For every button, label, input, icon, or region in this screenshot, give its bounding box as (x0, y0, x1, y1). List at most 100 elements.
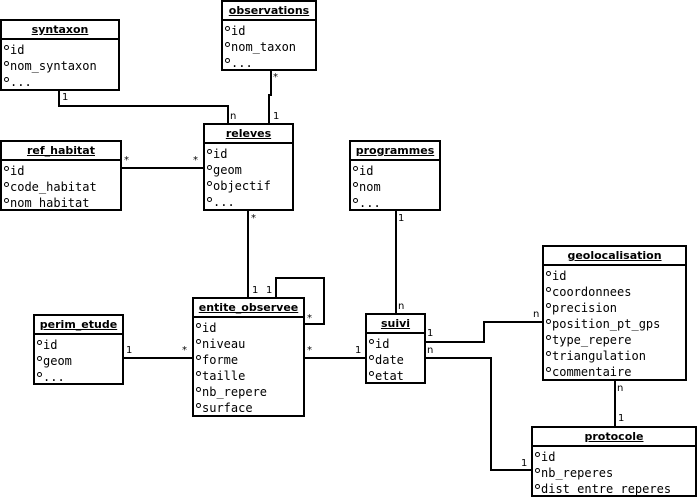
attribute: objectif (207, 178, 292, 194)
entity-protocole[interactable]: protocole id nb_reperes dist_entre_reper… (531, 426, 697, 497)
attribute: ... (37, 369, 122, 385)
attribute: commentaire (546, 364, 685, 380)
attribute: id (535, 449, 695, 465)
relation-entite-observee-self (275, 277, 325, 325)
entity-programmes[interactable]: programmes id nom ... (349, 140, 441, 211)
entity-perim-etude[interactable]: perim_etude id geom ... (33, 314, 124, 385)
attribute-dot-icon (546, 303, 551, 308)
attribute-dot-icon (37, 340, 42, 345)
relation-suivi-protocole (425, 357, 531, 471)
attribute: triangulation (546, 348, 685, 364)
cardinality-label: n (230, 111, 237, 122)
relation-suivi-geolocalisation (425, 321, 542, 343)
entity-title: observations (223, 2, 315, 21)
cardinality-label: * (182, 345, 187, 356)
attribute: surface (196, 400, 303, 416)
entity-releves[interactable]: releves id geom objectif ... (203, 123, 294, 211)
cardinality-label: * (273, 72, 278, 83)
attribute-dot-icon (369, 355, 374, 360)
attribute-dot-icon (225, 42, 230, 47)
entity-title: perim_etude (35, 316, 122, 335)
relation-observations-releves (268, 70, 272, 124)
attribute-dot-icon (4, 45, 9, 50)
attribute-dot-icon (369, 371, 374, 376)
attribute: position_pt_gps (546, 316, 685, 332)
attribute: id (4, 42, 118, 58)
attribute: id (4, 163, 120, 179)
attribute: nb_repere (196, 384, 303, 400)
entity-syntaxon[interactable]: syntaxon id nom_syntaxon ... (0, 19, 120, 91)
attribute: id (207, 146, 292, 162)
attribute: id (196, 320, 303, 336)
attribute: geom (207, 162, 292, 178)
attribute: nb_reperes (535, 465, 695, 481)
cardinality-label: n (427, 345, 434, 356)
attribute-dot-icon (207, 165, 212, 170)
entity-title: programmes (351, 142, 439, 161)
attribute: niveau (196, 336, 303, 352)
attribute-dot-icon (535, 468, 540, 473)
attribute-dot-icon (546, 319, 551, 324)
attribute-dot-icon (207, 149, 212, 154)
entity-title: entite_observee (194, 299, 303, 318)
attribute: date (369, 352, 424, 368)
entity-suivi[interactable]: suivi id date etat (365, 313, 426, 384)
attribute-dot-icon (37, 372, 42, 377)
attribute-dot-icon (353, 182, 358, 187)
entity-title: geolocalisation (544, 247, 685, 266)
attribute: coordonnees (546, 284, 685, 300)
attribute-dot-icon (225, 58, 230, 63)
cardinality-label: 1 (62, 92, 69, 103)
attribute-dot-icon (4, 61, 9, 66)
attribute-dot-icon (535, 452, 540, 457)
entity-title: releves (205, 125, 292, 144)
attribute: dist_entre_reperes (535, 481, 695, 497)
attribute-dot-icon (4, 77, 9, 82)
cardinality-label: 1 (618, 413, 625, 424)
cardinality-label: n (398, 301, 405, 312)
attribute-dot-icon (196, 371, 201, 376)
attribute: id (369, 336, 424, 352)
cardinality-label: * (307, 345, 312, 356)
entity-ref-habitat[interactable]: ref_habitat id code_habitat nom_habitat (0, 140, 122, 211)
cardinality-label: 1 (398, 213, 405, 224)
cardinality-label: * (124, 155, 129, 166)
cardinality-label: n (533, 309, 540, 320)
cardinality-label: 1 (521, 458, 528, 469)
cardinality-label: 1 (273, 111, 280, 122)
attribute-dot-icon (37, 356, 42, 361)
attribute: nom_syntaxon (4, 58, 118, 74)
attribute-dot-icon (353, 198, 358, 203)
cardinality-label: 1 (126, 345, 133, 356)
entity-title: suivi (367, 315, 424, 334)
entity-title: ref_habitat (2, 142, 120, 161)
attribute: ... (225, 55, 315, 71)
attribute-dot-icon (207, 197, 212, 202)
attribute: id (37, 337, 122, 353)
attribute-dot-icon (225, 26, 230, 31)
attribute-dot-icon (196, 387, 201, 392)
attribute: ... (4, 74, 118, 90)
cardinality-label: * (307, 313, 312, 324)
entity-title: syntaxon (2, 21, 118, 40)
entity-entite-observee[interactable]: entite_observee id niveau forme taille n… (192, 297, 305, 417)
attribute-dot-icon (4, 182, 9, 187)
attribute-dot-icon (535, 484, 540, 489)
cardinality-label: * (193, 155, 198, 166)
attribute-dot-icon (546, 287, 551, 292)
attribute: id (546, 268, 685, 284)
entity-observations[interactable]: observations id nom_taxon ... (221, 0, 317, 71)
attribute: code_habitat (4, 179, 120, 195)
attribute: etat (369, 368, 424, 384)
attribute-dot-icon (196, 355, 201, 360)
attribute: forme (196, 352, 303, 368)
attribute-dot-icon (196, 323, 201, 328)
entity-geolocalisation[interactable]: geolocalisation id coordonnees precision… (542, 245, 687, 381)
attribute: nom (353, 179, 439, 195)
attribute-dot-icon (207, 181, 212, 186)
attribute: id (353, 163, 439, 179)
cardinality-label: * (251, 213, 256, 224)
cardinality-label: 1 (252, 285, 259, 296)
entity-title: protocole (533, 428, 695, 447)
